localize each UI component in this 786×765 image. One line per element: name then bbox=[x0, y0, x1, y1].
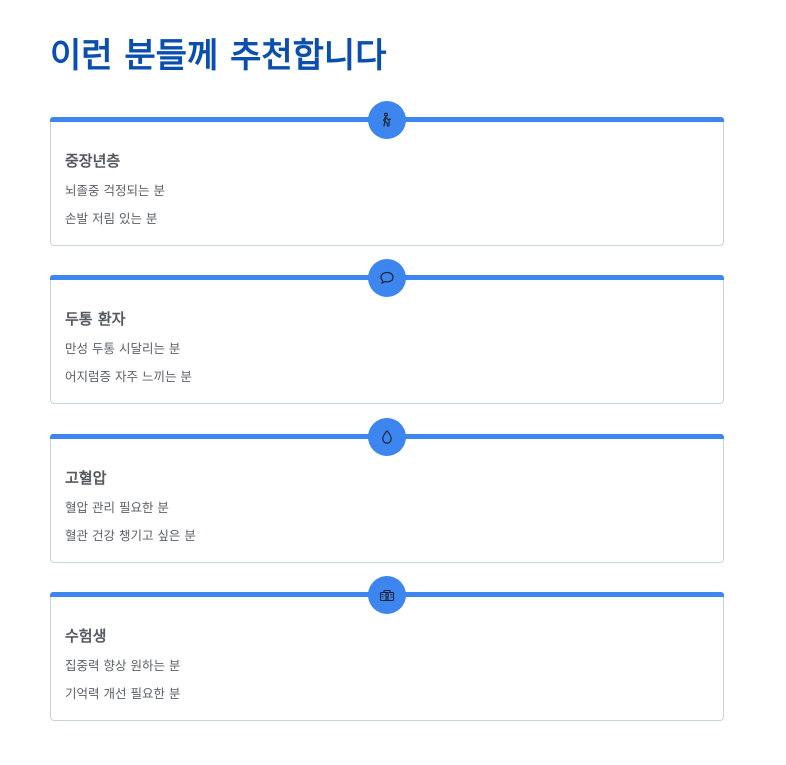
card-detail: 뇌졸중 걱정되는 분 bbox=[65, 183, 165, 198]
page-title: 이런 분들께 추천합니다 bbox=[50, 36, 387, 76]
card-detail: 혈압 관리 필요한 분 bbox=[65, 500, 169, 515]
card-detail: 기억력 개선 필요한 분 bbox=[65, 686, 181, 701]
card-icon-badge bbox=[368, 101, 406, 139]
recommend-card-middle-aged: 중장년층 뇌졸중 걱정되는 분 손발 저림 있는 분 bbox=[50, 101, 724, 246]
card-detail: 손발 저림 있는 분 bbox=[65, 211, 158, 226]
card-icon-badge bbox=[368, 259, 406, 297]
water-drop-icon bbox=[382, 430, 392, 444]
recommend-card-headache: 두통 환자 만성 두통 시달리는 분 어지럼증 자주 느끼는 분 bbox=[50, 259, 724, 404]
card-icon-badge bbox=[368, 576, 406, 614]
speech-bubble-icon bbox=[380, 271, 394, 284]
recommend-card-hypertension: 고혈압 혈압 관리 필요한 분 혈관 건강 챙기고 싶은 분 bbox=[50, 418, 724, 563]
card-title: 중장년층 bbox=[65, 152, 121, 170]
card-detail: 만성 두통 시달리는 분 bbox=[65, 341, 181, 356]
recommend-card-students: 수험생 집중력 향상 원하는 분 기억력 개선 필요한 분 bbox=[50, 576, 724, 721]
card-detail: 집중력 향상 원하는 분 bbox=[65, 658, 181, 673]
card-title: 두통 환자 bbox=[65, 310, 126, 328]
card-detail: 어지럼증 자주 느끼는 분 bbox=[65, 369, 192, 384]
card-title: 고혈압 bbox=[65, 469, 107, 487]
card-detail: 혈관 건강 챙기고 싶은 분 bbox=[65, 528, 196, 543]
school-icon bbox=[379, 589, 395, 602]
card-icon-badge bbox=[368, 418, 406, 456]
card-title: 수험생 bbox=[65, 627, 107, 645]
elderly-person-icon bbox=[382, 112, 391, 127]
